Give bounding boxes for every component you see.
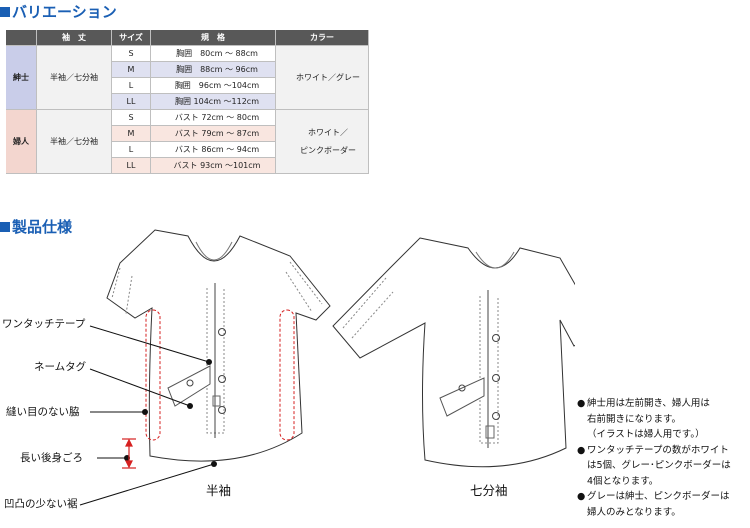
variation-title-text: バリエーション bbox=[12, 3, 117, 21]
men-color-cell: ホワイト／グレー bbox=[276, 46, 369, 110]
callout-seamless-side: 縫い目のない脇 bbox=[6, 406, 80, 418]
header-color: カラー bbox=[276, 30, 369, 46]
callout-one-touch-tape: ワンタッチテープ bbox=[2, 318, 86, 330]
women-sleeve-cell: 半袖／七分袖 bbox=[37, 110, 112, 174]
men-size-cell: M bbox=[112, 62, 151, 78]
short-sleeve-shirt-illustration bbox=[106, 229, 331, 462]
note-line: 婦人のみとなります。 bbox=[587, 506, 681, 518]
women-spec-cell: バスト 93cm ～101cm bbox=[151, 158, 276, 174]
men-category-cell: 紳士 bbox=[6, 46, 37, 110]
garment-diagram bbox=[79, 229, 575, 506]
table-row: 紳士 半袖／七分袖 S 胸囲 80cm ～ 88cm ホワイト／グレー bbox=[6, 46, 369, 110]
women-size-cell: LL bbox=[112, 158, 151, 174]
section-marker-icon bbox=[0, 6, 10, 17]
note-line: ワンタッチテープの数がホワイト bbox=[587, 444, 729, 456]
bullet-icon: ● bbox=[577, 444, 586, 456]
note-line: 右前開きになります。 bbox=[587, 413, 682, 425]
header-sleeve: 袖 丈 bbox=[37, 30, 112, 46]
note-line: 紳士用は左前開き、婦人用は bbox=[587, 398, 710, 409]
note-item: ● グレーは紳士、ピンクボーダーは 婦人のみとなります。 bbox=[577, 489, 749, 520]
women-color-line2: ピンクボーダー bbox=[300, 145, 356, 155]
women-size-cell: L bbox=[112, 142, 151, 158]
men-size-cell: L bbox=[112, 78, 151, 94]
spec-title-text: 製品仕様 bbox=[12, 218, 73, 236]
note-item: ● 紳士用は左前開き、婦人用は 右前開きになります。 （イラストは婦人用です。） bbox=[577, 396, 749, 443]
women-size-cell: S bbox=[112, 110, 151, 126]
caption-three-quarter-sleeve: 七分袖 bbox=[470, 483, 508, 498]
men-spec-cell: 胸囲 96cm ～104cm bbox=[151, 78, 276, 94]
women-color-line1: ホワイト／ bbox=[308, 127, 348, 137]
bullet-icon: ● bbox=[577, 398, 586, 409]
women-spec-cell: バスト 72cm ～ 80cm bbox=[151, 110, 276, 126]
table-row: M バスト 79cm ～ 87cm bbox=[6, 126, 369, 142]
variation-table: 袖 丈 サイズ 規 格 カラー 紳士 半袖／七分袖 S 胸囲 80cm ～ 88… bbox=[6, 30, 369, 174]
note-line: は5個、グレー･ピンクボーダーは bbox=[587, 460, 731, 471]
men-size-cell: LL bbox=[112, 94, 151, 110]
women-size-cell: M bbox=[112, 126, 151, 142]
men-spec-cell: 胸囲 80cm ～ 88cm bbox=[151, 46, 276, 62]
table-row: M 胸囲 88cm ～ 96cm bbox=[6, 62, 369, 78]
note-item: ● ワンタッチテープの数がホワイト は5個、グレー･ピンクボーダーは 4個となり… bbox=[577, 443, 749, 490]
header-size: サイズ bbox=[112, 30, 151, 46]
callout-name-tag: ネームタグ bbox=[34, 361, 87, 373]
spec-section-title: 製品仕様 bbox=[0, 216, 72, 237]
table-row: LL 胸囲 104cm ～112cm bbox=[6, 94, 369, 110]
table-row: 婦人 半袖／七分袖 S バスト 72cm ～ 80cm ホワイト／ ピンクボーダ… bbox=[6, 110, 369, 174]
caption-short-sleeve: 半袖 bbox=[206, 483, 232, 498]
women-spec-cell: バスト 86cm ～ 94cm bbox=[151, 142, 276, 158]
note-line: 4個となります。 bbox=[587, 475, 659, 487]
table-row: L バスト 86cm ～ 94cm bbox=[6, 142, 369, 158]
men-size-cell: S bbox=[112, 46, 151, 62]
note-line: グレーは紳士、ピンクボーダーは bbox=[587, 491, 730, 502]
back-length-marker bbox=[122, 438, 136, 469]
spec-notes: ● 紳士用は左前開き、婦人用は 右前開きになります。 （イラストは婦人用です。）… bbox=[577, 396, 749, 520]
three-quarter-sleeve-shirt-illustration bbox=[332, 237, 575, 468]
variation-section-title: バリエーション bbox=[0, 1, 117, 22]
header-spec: 規 格 bbox=[151, 30, 276, 46]
men-sleeve-cell: 半袖／七分袖 bbox=[37, 46, 112, 110]
women-category-cell: 婦人 bbox=[6, 110, 37, 174]
callout-lines bbox=[79, 325, 215, 506]
callout-low-profile-hem: 凹凸の少ない裾 bbox=[4, 498, 78, 510]
women-spec-cell: バスト 79cm ～ 87cm bbox=[151, 126, 276, 142]
men-spec-cell: 胸囲 104cm ～112cm bbox=[151, 94, 276, 110]
note-line: （イラストは婦人用です。） bbox=[587, 429, 705, 440]
callout-long-back: 長い後身ごろ bbox=[20, 452, 83, 464]
women-color-cell: ホワイト／ ピンクボーダー bbox=[276, 110, 369, 174]
bullet-icon: ● bbox=[577, 491, 586, 502]
table-header-row: 袖 丈 サイズ 規 格 カラー bbox=[6, 30, 369, 46]
table-row: L 胸囲 96cm ～104cm bbox=[6, 78, 369, 94]
section-marker-icon bbox=[0, 221, 10, 232]
header-empty bbox=[6, 30, 37, 46]
men-spec-cell: 胸囲 88cm ～ 96cm bbox=[151, 62, 276, 78]
table-row: LL バスト 93cm ～101cm bbox=[6, 158, 369, 174]
